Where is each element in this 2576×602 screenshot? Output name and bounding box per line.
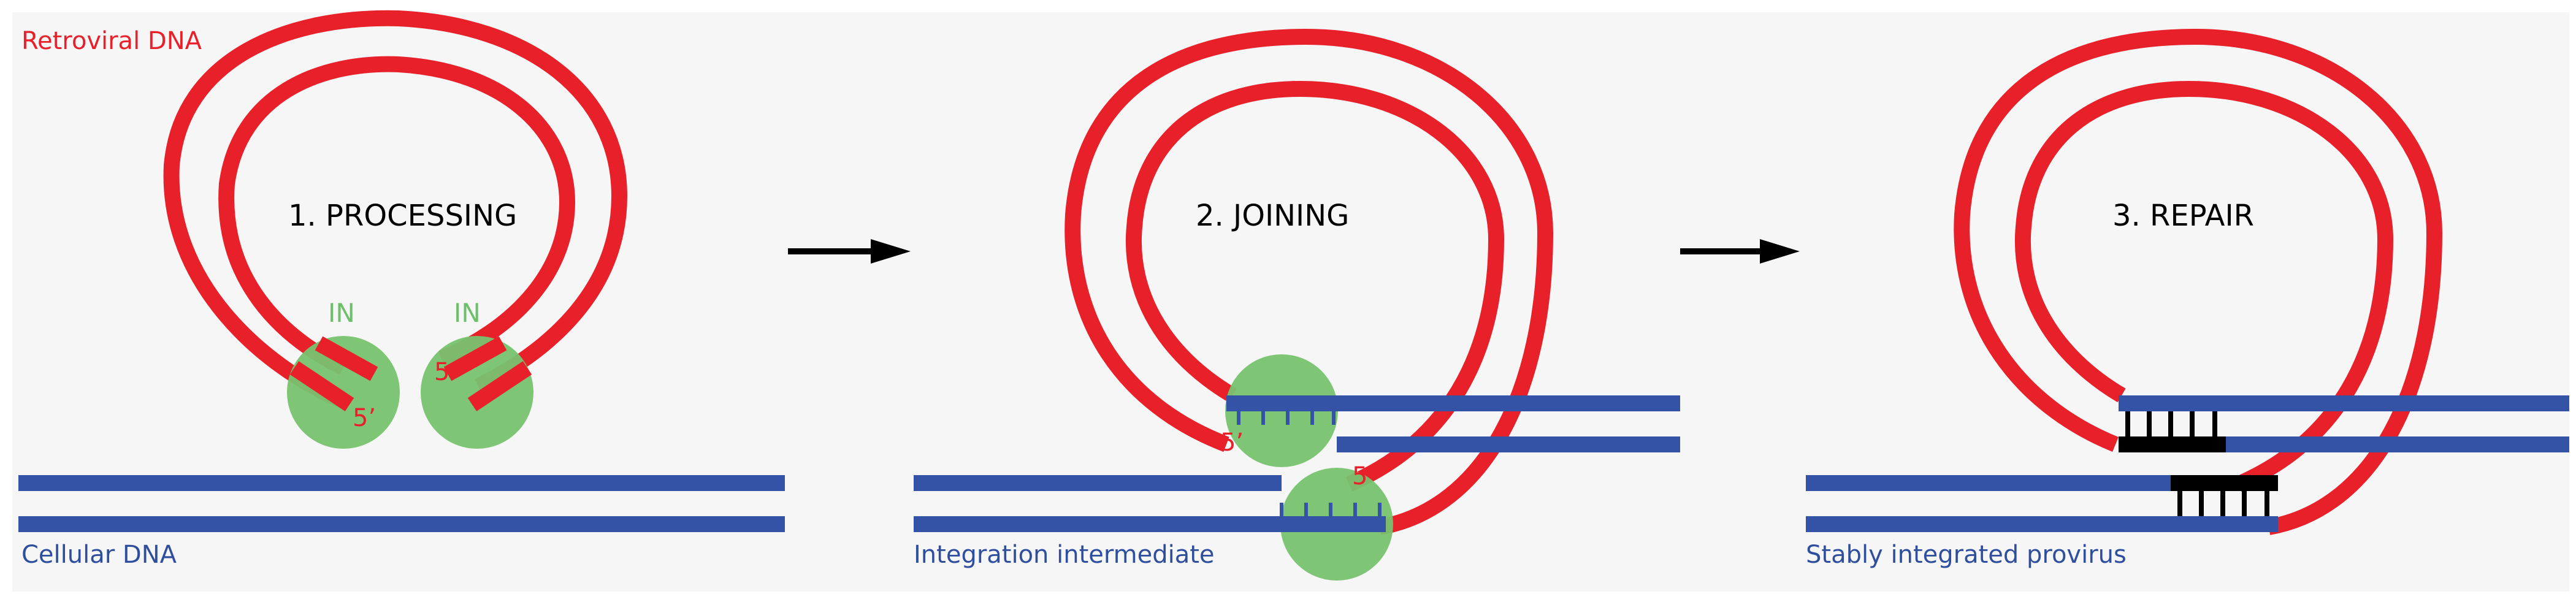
viral-dna-inner-strand <box>218 56 576 375</box>
step2-title: 2. JOINING <box>1196 199 1349 233</box>
step3-title: 3. REPAIR <box>2112 199 2254 233</box>
viral-end-left-outer <box>289 361 354 411</box>
cellular-dna-label: Cellular DNA <box>21 541 177 569</box>
right-arrow-2 <box>1680 239 1800 264</box>
repaired-segment-upper <box>2119 436 2226 452</box>
repair-ticks-upper <box>2125 411 2217 436</box>
cellular-dna-top-strand <box>18 475 785 491</box>
cellular-dna-upper-top <box>1226 395 1680 411</box>
cellular-dna-repair-lower-bottom <box>1806 516 2278 532</box>
integration-intermediate-label: Integration intermediate <box>914 541 1215 569</box>
cellular-dna-lower-bottom <box>914 516 1386 532</box>
viral-end-right-inner <box>443 336 507 381</box>
five-prime-joining-lower: 5’ <box>1352 462 1375 490</box>
panel-repair: 3. REPAIR Stably integrated provirus <box>1806 28 2569 569</box>
step1-title: 1. PROCESSING <box>288 199 517 233</box>
right-arrow-1 <box>788 239 911 264</box>
repair-ticks-lower <box>2177 491 2269 516</box>
viral-dna-outer-strand-3 <box>1954 28 2443 535</box>
viral-dna-inner-strand-3 <box>2015 80 2394 492</box>
gap-ticks-lower <box>1280 503 1382 516</box>
five-prime-right-label: 5’ <box>434 358 457 386</box>
five-prime-joining-upper: 5’ <box>1220 429 1244 457</box>
cellular-dna-bottom-strand <box>18 516 785 532</box>
five-prime-left-label: 5’ <box>353 404 376 432</box>
integrase-right-label: IN <box>454 298 481 328</box>
viral-dna-outer-strand <box>163 10 628 409</box>
cellular-dna-lower-top <box>914 475 1282 491</box>
panel-processing: Retroviral DNA 1. PROCESSING IN IN 5’ 5’… <box>18 10 785 569</box>
gap-ticks-upper <box>1237 411 1336 425</box>
integrase-left-label: IN <box>328 298 355 328</box>
viral-end-left-inner <box>315 336 378 381</box>
repaired-segment-lower <box>2171 475 2278 491</box>
stably-integrated-label: Stably integrated provirus <box>1806 541 2127 569</box>
retroviral-dna-label: Retroviral DNA <box>21 27 202 55</box>
panel-joining: 2. JOINING 5’ 5’ Integration intermediat… <box>914 28 1680 581</box>
viral-end-right-outer <box>467 361 532 411</box>
viral-dna-outer-strand-2 <box>1064 28 1554 535</box>
viral-dna-inner-strand-2 <box>1126 80 1505 492</box>
cellular-dna-repair-upper-top <box>2119 395 2569 411</box>
cellular-dna-upper-bottom <box>1337 436 1680 452</box>
